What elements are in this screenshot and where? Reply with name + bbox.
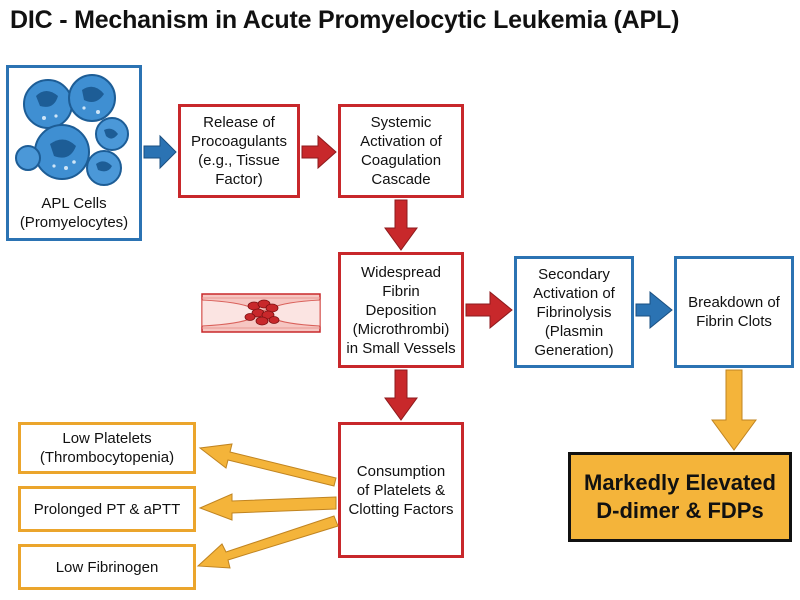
low-fibrinogen-box: Low Fibrinogen [18,544,196,590]
diagram-title: DIC - Mechanism in Acute Promyelocytic L… [10,6,680,34]
arrow-consumption-to-platelets [198,443,337,487]
systemic-activation-box: Systemic Activation of Coagulation Casca… [338,104,464,198]
low-platelets-box: Low Platelets (Thrombocytopenia) [18,422,196,474]
apl-cells-illustration-icon [15,74,129,186]
low-fibrinogen-label: Low Fibrinogen [55,558,159,576]
prolonged-pt-label: Prolonged PT & aPTT [33,500,181,518]
consumption-label: Consumption of Platelets & Clotting Fact… [348,462,454,518]
arrow-consumption-to-fibrinogen [196,515,339,569]
low-platelets-label: Low Platelets (Thrombocytopenia) [39,430,175,466]
arrow-procoagulants-to-systemic [301,134,337,170]
d-dimer-result-label: Markedly Elevated D-dimer & FDPs [584,470,776,523]
fibrin-deposition-label: Widespread Fibrin Deposition (Microthrom… [346,263,456,357]
arrow-deposition-to-consumption [384,369,418,421]
arrow-deposition-to-fibrinolysis [465,290,513,330]
apl-cells-label: APL Cells (Promyelocytes) [19,195,129,231]
procoagulants-box: Release of Procoagulants (e.g., Tissue F… [178,104,300,198]
arrow-cells-to-procoagulants [143,134,177,170]
arrow-systemic-to-deposition [384,199,418,251]
blood-vessel-clot-icon [201,293,321,333]
d-dimer-result-box: Markedly Elevated D-dimer & FDPs [568,452,792,542]
arrow-breakdown-to-result [711,369,757,451]
fibrinolysis-box: Secondary Activation of Fibrinolysis (Pl… [514,256,634,368]
systemic-activation-label: Systemic Activation of Coagulation Casca… [360,114,442,188]
fibrin-deposition-box: Widespread Fibrin Deposition (Microthrom… [338,252,464,368]
prolonged-pt-box: Prolonged PT & aPTT [18,486,196,532]
consumption-box: Consumption of Platelets & Clotting Fact… [338,422,464,558]
fibrinolysis-label: Secondary Activation of Fibrinolysis (Pl… [533,265,615,359]
breakdown-label: Breakdown of Fibrin Clots [688,294,780,330]
procoagulants-label: Release of Procoagulants (e.g., Tissue F… [191,114,287,188]
arrow-fibrinolysis-to-breakdown [635,290,673,330]
arrow-consumption-to-pt [198,493,337,521]
breakdown-box: Breakdown of Fibrin Clots [674,256,794,368]
